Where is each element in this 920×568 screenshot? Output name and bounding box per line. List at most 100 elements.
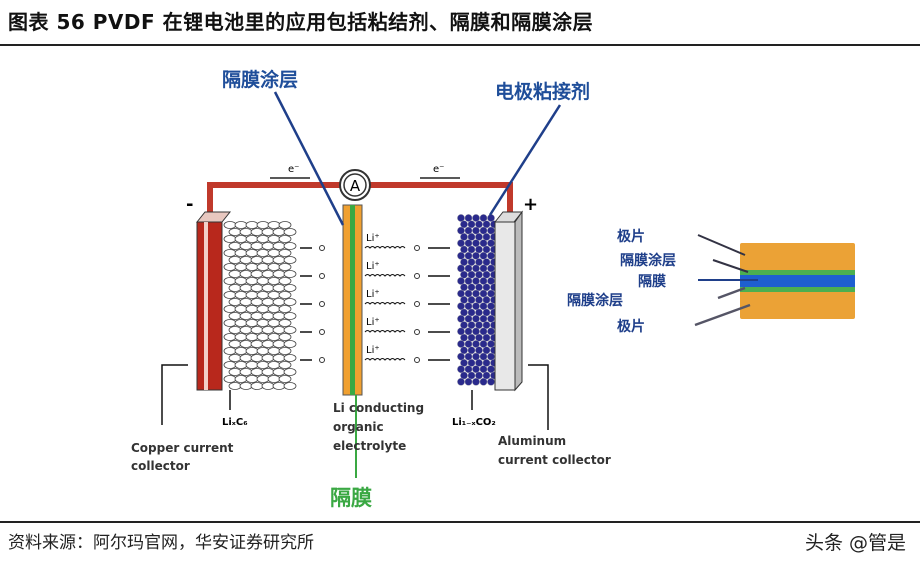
ion-path <box>364 274 406 277</box>
cathode-particle <box>467 321 476 329</box>
cathode-particle <box>475 258 483 266</box>
cathode-particle <box>479 214 488 222</box>
minus-sign: - <box>186 194 193 215</box>
li-ion-label: Li⁺ <box>366 345 380 356</box>
layer-label-electrode: 极片 <box>617 318 645 335</box>
cathode-particle <box>472 226 480 235</box>
cathode-particle <box>482 333 491 342</box>
cathode-particle <box>472 365 480 374</box>
cathode-particle <box>467 359 476 367</box>
li-ion-flow: Li⁺Li⁺Li⁺Li⁺Li⁺ <box>300 233 450 363</box>
cathode-particle <box>475 220 483 229</box>
li-ion-label: Li⁺ <box>366 289 380 300</box>
cathode-particle <box>479 239 488 248</box>
cathode-particle <box>460 346 468 355</box>
ion-path <box>364 330 406 333</box>
cathode-particle <box>482 220 491 229</box>
cathode-particle <box>460 308 468 317</box>
cathode-particle <box>457 314 465 323</box>
cathode-particle <box>472 264 480 273</box>
cathode-particle <box>479 340 488 348</box>
li-ion-label: Li⁺ <box>366 233 380 244</box>
svg-text:current collector: current collector <box>498 453 611 467</box>
cathode-particle <box>464 277 473 285</box>
cathode-particle <box>464 226 473 235</box>
cathode-particle <box>482 283 491 292</box>
svg-text:organic: organic <box>333 420 384 434</box>
cathode-particle <box>472 251 480 260</box>
cathode-particle <box>482 233 491 241</box>
cathode-particle <box>460 333 468 342</box>
cathode-particle <box>482 359 491 367</box>
cathode-particle <box>479 314 488 323</box>
cathode-particle <box>457 302 465 311</box>
cathode-particle <box>467 220 476 229</box>
cathode-particle <box>460 270 468 279</box>
aluminum-collector <box>494 221 516 391</box>
cathode-particle <box>467 270 476 279</box>
cathode-particle <box>475 296 483 304</box>
cathode-particle <box>467 258 476 266</box>
cathode-particle <box>472 302 480 311</box>
cathode-particle <box>467 283 476 292</box>
callout-separator: 隔膜 <box>330 486 372 510</box>
ion-path <box>364 246 406 249</box>
cathode-particle <box>457 327 465 336</box>
cathode-particle <box>460 296 468 304</box>
cathode-particle <box>487 377 495 386</box>
cathode-particle <box>479 302 488 311</box>
cathode-particle <box>475 233 483 241</box>
cathode-particle <box>460 321 468 329</box>
cathode-particle <box>460 233 468 241</box>
callout-separator-coating: 隔膜涂层 <box>222 68 298 91</box>
cathode-particle <box>457 365 465 374</box>
cathode-particle <box>479 377 488 386</box>
cathode-particle <box>467 371 476 380</box>
cathode-particle <box>464 314 473 323</box>
title-rule <box>0 44 920 46</box>
cathode-particle <box>457 239 465 248</box>
cathode-particles <box>457 214 498 386</box>
callout-electrode-binder: 电极粘接剂 <box>495 80 590 103</box>
anode-label: LiₓC₆ <box>222 417 248 428</box>
cathode-particle <box>482 245 491 254</box>
cathode-particle <box>460 258 468 266</box>
cathode-particle <box>464 327 473 336</box>
cathode-particle <box>464 302 473 311</box>
svg-text:electrolyte: electrolyte <box>333 439 406 453</box>
cathode-particle <box>467 308 476 317</box>
cathode-particle <box>482 308 491 317</box>
ammeter-label: A <box>350 177 361 195</box>
cathode-particle <box>457 377 465 386</box>
cathode-particle <box>457 340 465 348</box>
separator <box>350 205 355 395</box>
cathode-particle <box>475 283 483 292</box>
cathode-particle <box>479 277 488 285</box>
cathode-particle <box>457 251 465 260</box>
cathode-particle <box>457 289 465 298</box>
cathode-particle <box>475 321 483 329</box>
cathode-particle <box>475 371 483 380</box>
cathode-particle <box>482 371 491 380</box>
cathode-particle <box>472 377 480 386</box>
cathode-particle <box>479 251 488 260</box>
cathode-particle <box>479 264 488 273</box>
cathode-particle <box>457 277 465 285</box>
cathode-particle <box>467 346 476 355</box>
cathode-particle <box>482 321 491 329</box>
cathode-particle <box>472 239 480 248</box>
layer-label-coating: 隔膜涂层 <box>620 252 676 269</box>
cathode-particle <box>482 270 491 279</box>
ion-path <box>364 358 406 361</box>
cathode-particle <box>460 359 468 367</box>
copper-collector <box>196 221 223 391</box>
copper-label: Copper current <box>131 441 234 455</box>
cathode-particle <box>479 365 488 374</box>
callout-arrow <box>488 104 562 216</box>
cathode-particle <box>475 308 483 317</box>
li-ion-label: Li⁺ <box>366 317 380 328</box>
cathode-particle <box>464 377 473 386</box>
cathode-particle <box>467 296 476 304</box>
cathode-particle <box>457 264 465 273</box>
cathode-particle <box>479 327 488 336</box>
